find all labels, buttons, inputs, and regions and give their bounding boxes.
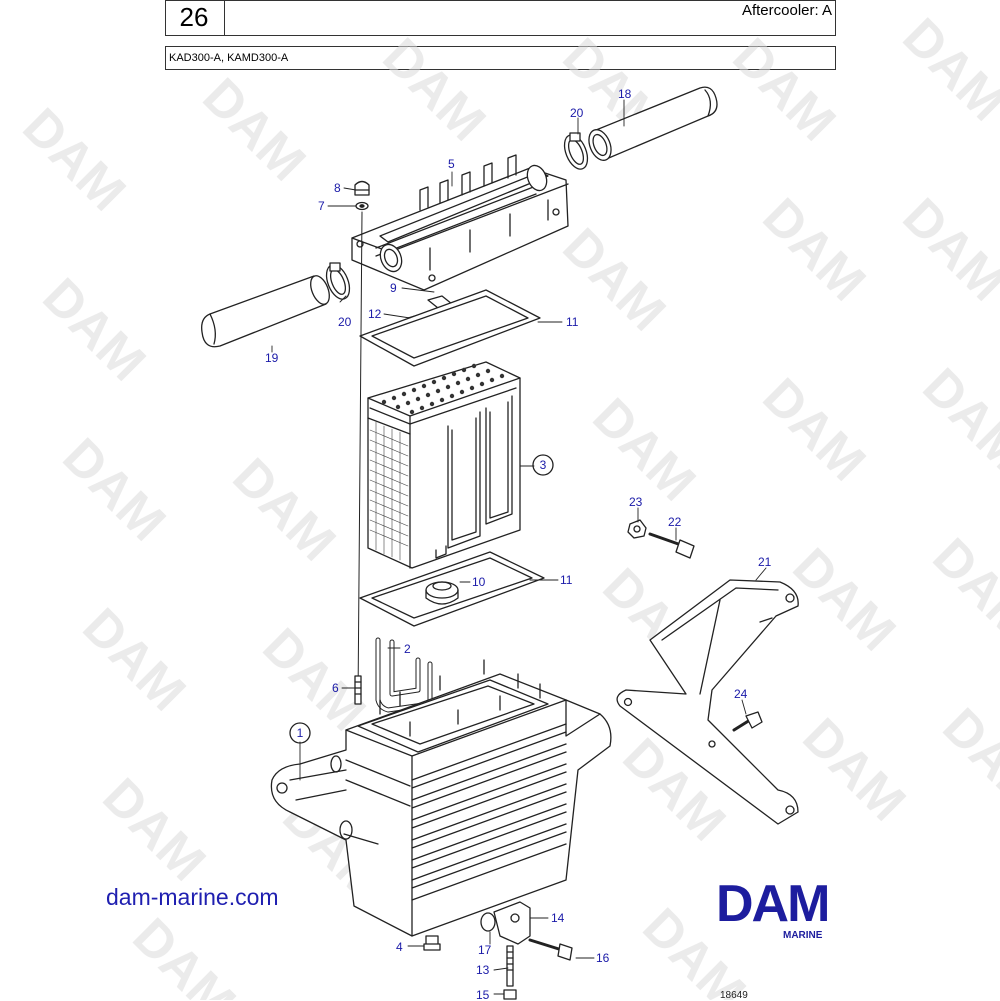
- watermark-text: DAM: [32, 267, 157, 392]
- callout-19: 19: [265, 351, 279, 365]
- callout-circle-1: [289, 722, 311, 744]
- callout-8: 8: [334, 181, 341, 195]
- watermark-text: DAM: [912, 357, 1000, 482]
- hose-clamp-part-20-upper: [563, 132, 589, 170]
- watermark-text: DAM: [792, 707, 917, 832]
- mounting-bracket-part-21: [616, 579, 799, 825]
- leader-lines: [271, 99, 767, 995]
- watermark-text: DAM: [782, 537, 907, 662]
- page-number-box: [165, 0, 225, 36]
- model-designation: KAD300-A, KAMD300-A: [169, 52, 289, 64]
- manifold-cover-part-5: [351, 154, 569, 291]
- drawing-number: 18649: [720, 990, 748, 1001]
- hose-part-18: [588, 86, 718, 161]
- callout-17: 17: [478, 943, 492, 957]
- bolt-part-16: [528, 938, 573, 961]
- bracket-part-14: [493, 901, 531, 945]
- drain-plug-part-4: [423, 935, 441, 951]
- page-title: Aftercooler: A: [741, 2, 832, 19]
- watermark-text: DAM: [372, 27, 497, 152]
- callout-circle-3: [532, 454, 554, 476]
- callout-21: 21: [758, 555, 772, 569]
- callout-5: 5: [448, 157, 455, 171]
- callout-labels: 1 2 3 4 5 6 7 8 9 10 11 11 12 13 14 15 1…: [265, 87, 772, 1000]
- callout-24: 24: [734, 687, 748, 701]
- stud-part-13: [506, 945, 514, 987]
- washer-part-17: [480, 912, 496, 932]
- callout-23: 23: [629, 495, 643, 509]
- watermark-text: DAM: [892, 187, 1000, 312]
- washer-part-7: [355, 201, 369, 211]
- model-box: [165, 46, 836, 70]
- callout-11-lower: 11: [560, 573, 573, 587]
- grommet-part-10: [425, 581, 459, 605]
- callout-2: 2: [404, 642, 411, 656]
- watermark-text: DAM: [222, 447, 347, 572]
- callout-13: 13: [476, 963, 490, 977]
- callout-20-upper: 20: [570, 106, 584, 120]
- gasket-part-11-upper: [359, 289, 541, 367]
- callout-3: 3: [540, 458, 547, 472]
- hose-clamp-part-20-left: [325, 262, 351, 300]
- core-perforation-pattern: [381, 363, 505, 415]
- nut-part-15: [503, 989, 517, 1000]
- stud-part-6: [354, 675, 362, 705]
- watermark-text: DAM: [582, 387, 707, 512]
- callout-15: 15: [476, 988, 490, 1000]
- callout-18: 18: [618, 87, 632, 101]
- nut-part-23: [627, 519, 647, 539]
- watermark-text: DAM: [92, 767, 217, 892]
- hose-part-19: [201, 275, 330, 348]
- watermark-text: DAM: [72, 597, 197, 722]
- watermark-text: DAM: [932, 697, 1000, 822]
- callout-4: 4: [396, 940, 403, 954]
- cooler-core-part-3: [367, 361, 521, 569]
- core-side-mesh: [369, 421, 409, 561]
- callout-16: 16: [596, 951, 610, 965]
- watermark-text: DAM: [752, 367, 877, 492]
- brand-subtitle: MARINE: [783, 930, 823, 941]
- callout-11-upper: 11: [566, 315, 579, 329]
- guide-line: [357, 211, 363, 701]
- watermark-text: DAM: [52, 427, 177, 552]
- callout-10: 10: [472, 575, 486, 589]
- watermark-text: DAM: [192, 67, 317, 192]
- cap-nut-part-8: [354, 180, 370, 196]
- aftercooler-housing-part-1: [270, 659, 612, 937]
- watermark-text: DAM: [722, 27, 847, 152]
- callout-9: 9: [390, 281, 397, 295]
- callout-12: 12: [368, 307, 382, 321]
- watermark-text: DAM: [752, 187, 877, 312]
- website-link[interactable]: dam-marine.com: [106, 884, 279, 910]
- watermark-text: DAM: [122, 907, 247, 1000]
- bolt-part-24: [732, 711, 763, 732]
- watermark-text: DAM: [922, 527, 1000, 652]
- header-title-box: [165, 0, 836, 36]
- callout-20-lower: 20: [338, 315, 352, 329]
- callout-22: 22: [668, 515, 682, 529]
- callout-14: 14: [551, 911, 565, 925]
- bolt-part-22: [648, 532, 695, 559]
- tube-part-2: [375, 637, 433, 713]
- dam-brand-logo: DAM: [716, 875, 830, 933]
- watermark-text: DAM: [12, 97, 137, 222]
- page-number: 26: [179, 1, 209, 32]
- watermark-text: DAM: [892, 7, 1000, 132]
- callout-7: 7: [318, 199, 325, 213]
- callout-6: 6: [332, 681, 339, 695]
- callout-1: 1: [297, 726, 304, 740]
